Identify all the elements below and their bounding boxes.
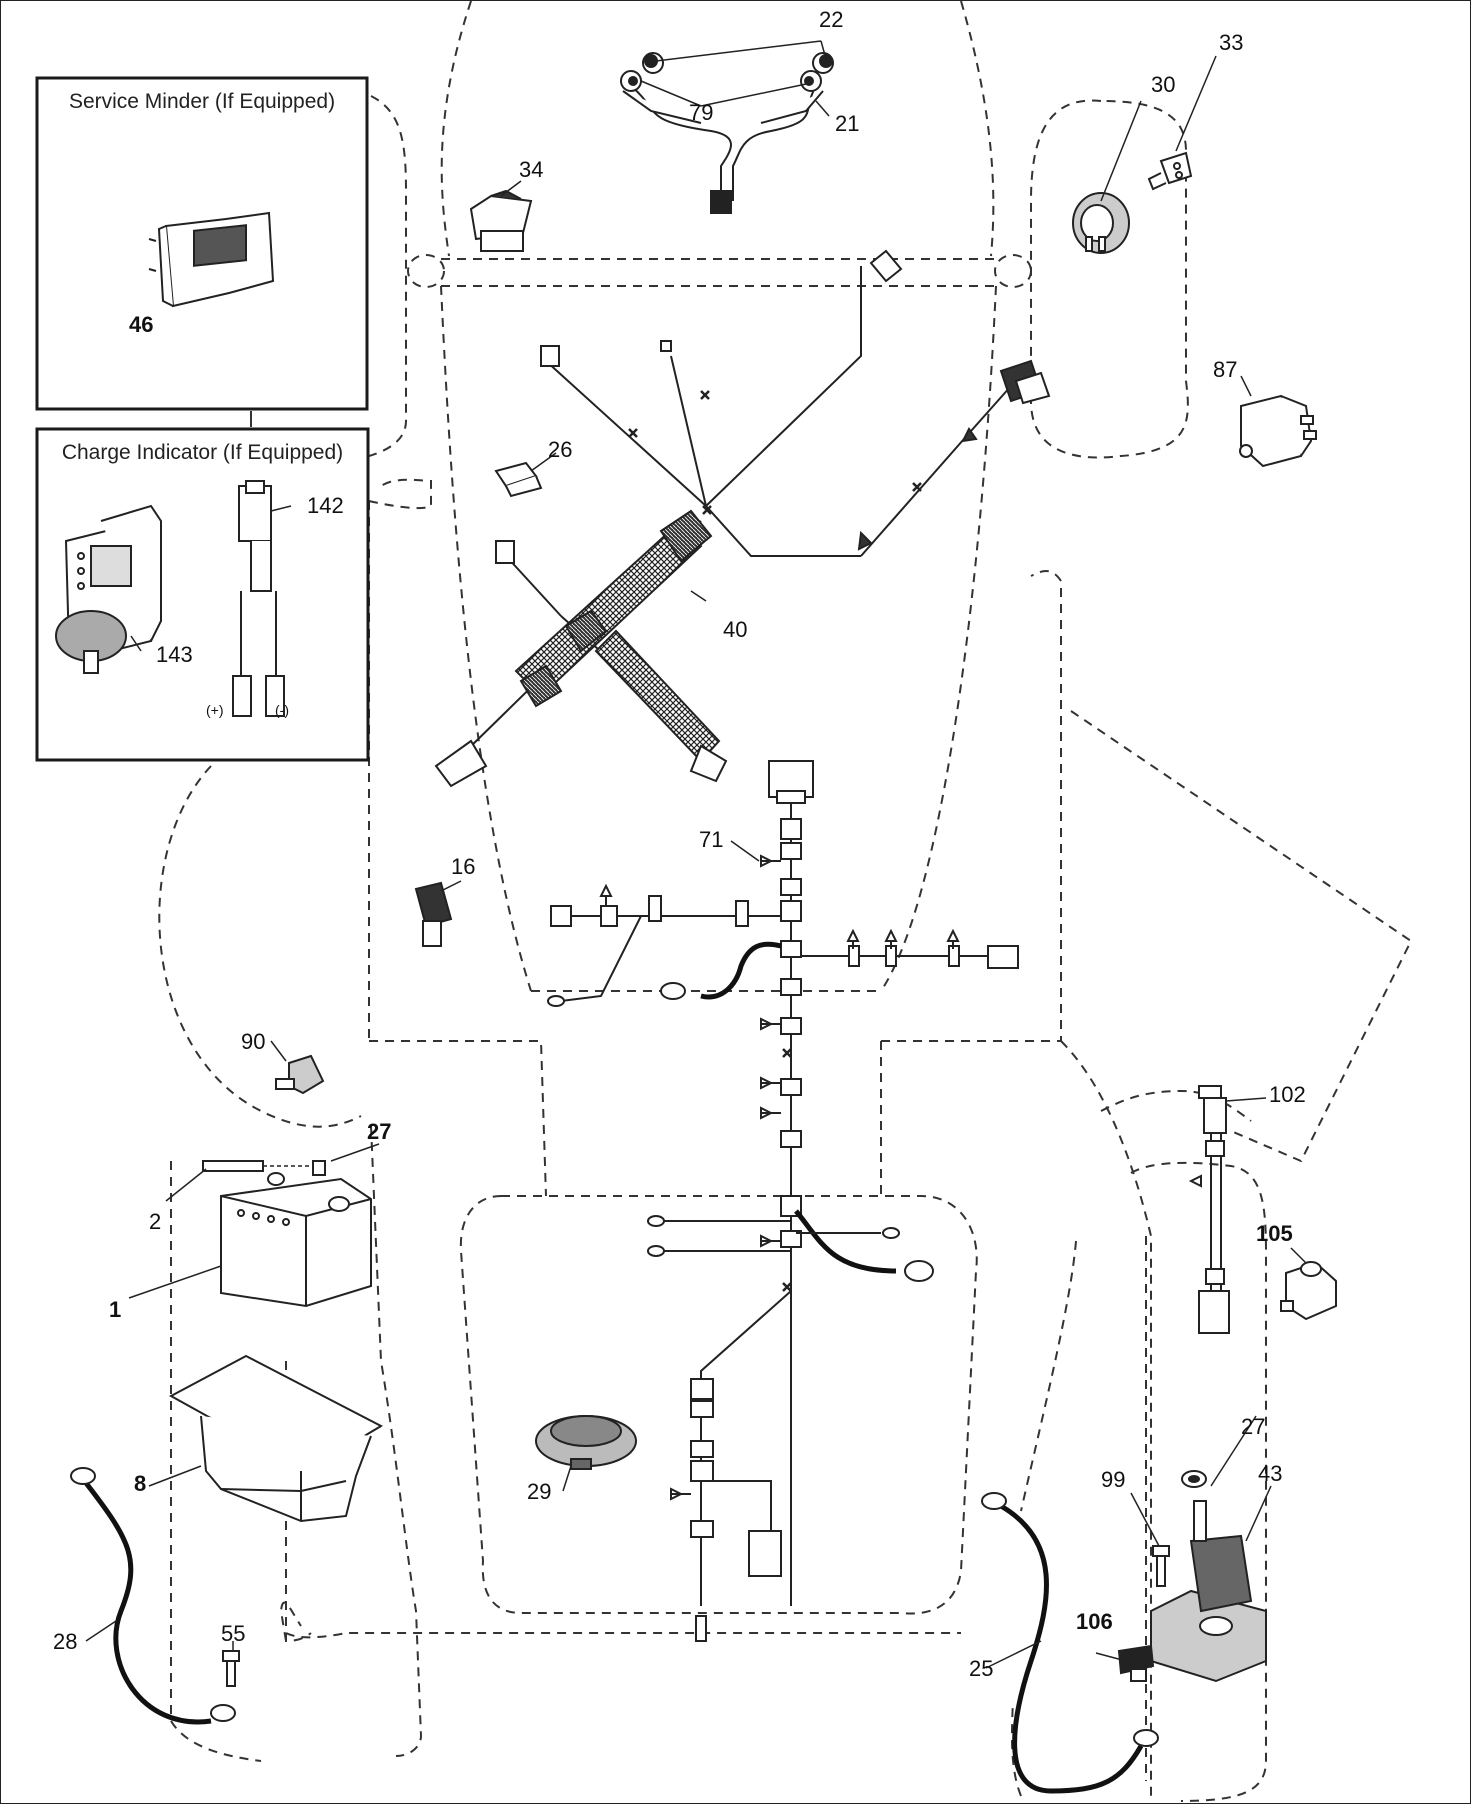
battery-icon [220,1172,372,1308]
cable-terminals-25 [981,1492,1159,1747]
callout-142: 142 [307,493,344,518]
cable-clip-icon [1117,1644,1155,1682]
harness-connectors [434,249,1051,788]
positive-battery-cable [999,1503,1144,1794]
callout-1: 1 [109,1297,122,1322]
callout-143: 143 [156,642,193,667]
dashed-outlines [158,1,1413,1802]
callout-26: 26 [548,437,573,462]
callout-71: 71 [699,827,724,852]
terminal-minus-label: (-) [275,702,289,718]
callout-79: 79 [689,100,714,125]
callout-27-battery: 27 [367,1119,392,1144]
center-x-marks [782,1048,792,1292]
battery-bolt-icon [202,1160,326,1176]
service-minder-title: Service Minder (If Equipped) [68,90,336,113]
mounting-bolt-icon [1152,1545,1170,1587]
callout-25: 25 [969,1656,994,1681]
callout-22: 22 [819,7,844,32]
harness-loom-sleeve [514,509,721,763]
cable-terminals-28 [70,1467,236,1722]
plunger-switch-icon [275,1054,325,1095]
callout-16: 16 [451,854,476,879]
starter-solenoid-icon [1280,1261,1337,1321]
callout-28: 28 [53,1629,78,1654]
callout-27-solenoid: 27 [1241,1414,1266,1439]
negative-battery-cable [84,1481,212,1725]
grommet-icon [535,1415,637,1470]
charge-indicator-harness-icon [232,480,285,717]
callout-34: 34 [519,157,544,182]
headlight-harness-icon [620,52,834,214]
callout-33: 33 [1219,30,1244,55]
interlock-switch-icon [414,881,453,947]
callout-8: 8 [134,1471,147,1496]
callout-46: 46 [129,312,154,337]
center-wiring-harness [551,791,1001,1606]
ring-terminals [547,982,934,1282]
callout-30: 30 [1151,72,1176,97]
callout-21: 21 [835,111,860,136]
terminal-plus-label: (+) [206,702,224,718]
charge-indicator-title: Charge Indicator (If Equipped) [61,441,344,464]
callout-106: 106 [1076,1609,1113,1634]
ground-cables [700,941,897,1274]
callout-99: 99 [1101,1467,1126,1492]
callout-55: 55 [221,1621,246,1646]
callout-2: 2 [149,1209,162,1234]
callout-40: 40 [723,617,748,642]
charge-indicator-gauge-icon [55,504,162,674]
hex-nut-icon [1181,1470,1207,1488]
service-minder-module-icon [148,211,275,308]
callout-43: 43 [1258,1461,1283,1486]
callout-102: 102 [1269,1082,1306,1107]
callout-90: 90 [241,1029,266,1054]
ignition-switch-icon [1072,192,1130,254]
center-harness-arrows [599,854,960,1501]
solenoid-bracket-icon [1150,1500,1267,1683]
solenoid-harness-icon [1188,1085,1230,1334]
pto-switch-icon [469,189,533,252]
callout-87: 87 [1213,357,1238,382]
starter-relay-icon [1239,394,1317,468]
harness-x-marks [628,390,922,515]
callout-leaders [85,40,1307,1669]
battery-tray-icon [168,1354,384,1523]
ignition-key-icon [1147,151,1193,191]
ground-bolt-icon [222,1650,240,1687]
center-harness-connectors [550,760,1019,1642]
callout-105: 105 [1256,1221,1293,1246]
callout-29: 29 [527,1479,552,1504]
fuse-icon [494,461,543,498]
